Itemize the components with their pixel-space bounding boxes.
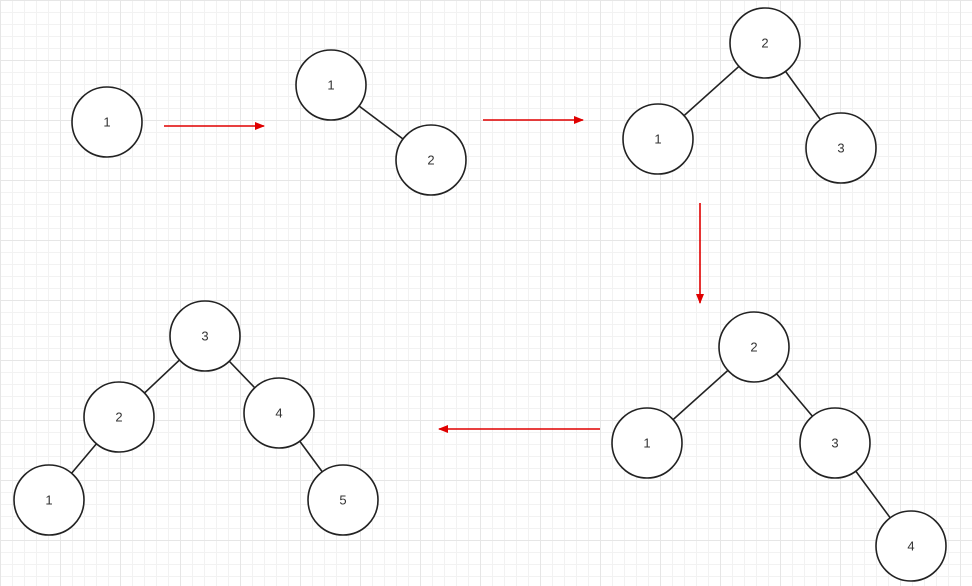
- node-circle: [295, 49, 367, 121]
- tree-node: 1: [71, 86, 143, 158]
- tree-node: 1: [13, 464, 85, 536]
- node-label: 1: [643, 436, 650, 451]
- node-label: 3: [831, 436, 838, 451]
- node-circle: [395, 124, 467, 196]
- node-label: 1: [327, 78, 334, 93]
- node-circle: [622, 103, 694, 175]
- node-circle: [169, 300, 241, 372]
- node-label: 2: [115, 410, 122, 425]
- node-circle: [83, 381, 155, 453]
- tree-node: 3: [805, 112, 877, 184]
- node-circle: [307, 464, 379, 536]
- node-circle: [243, 377, 315, 449]
- edges-layer: [48, 42, 912, 547]
- node-circle: [805, 112, 877, 184]
- node-label: 2: [750, 340, 757, 355]
- tree-node: 3: [799, 407, 871, 479]
- node-circle: [718, 311, 790, 383]
- tree-node: 3: [169, 300, 241, 372]
- node-label: 3: [201, 329, 208, 344]
- node-circle: [611, 407, 683, 479]
- node-label: 4: [907, 539, 914, 554]
- tree-node: 1: [295, 49, 367, 121]
- node-circle: [799, 407, 871, 479]
- tree-node: 2: [83, 381, 155, 453]
- node-circle: [729, 7, 801, 79]
- tree-node: 1: [622, 103, 694, 175]
- arrows-layer: [164, 116, 704, 433]
- node-label: 4: [275, 406, 282, 421]
- node-label: 5: [339, 493, 346, 508]
- node-label: 1: [654, 132, 661, 147]
- node-label: 2: [761, 36, 768, 51]
- tree-node: 1: [611, 407, 683, 479]
- tree-node: 2: [718, 311, 790, 383]
- nodes-layer: 1 1 2 2 1 3 2 1 3 4 3 2 4 1 5: [13, 7, 947, 582]
- node-label: 2: [427, 153, 434, 168]
- node-circle: [71, 86, 143, 158]
- node-circle: [13, 464, 85, 536]
- node-label: 3: [837, 141, 844, 156]
- tree-node: 4: [243, 377, 315, 449]
- node-label: 1: [103, 115, 110, 130]
- tree-node: 2: [729, 7, 801, 79]
- node-label: 1: [45, 493, 52, 508]
- tree-node: 4: [875, 510, 947, 582]
- tree-node: 5: [307, 464, 379, 536]
- tree-node: 2: [395, 124, 467, 196]
- node-circle: [875, 510, 947, 582]
